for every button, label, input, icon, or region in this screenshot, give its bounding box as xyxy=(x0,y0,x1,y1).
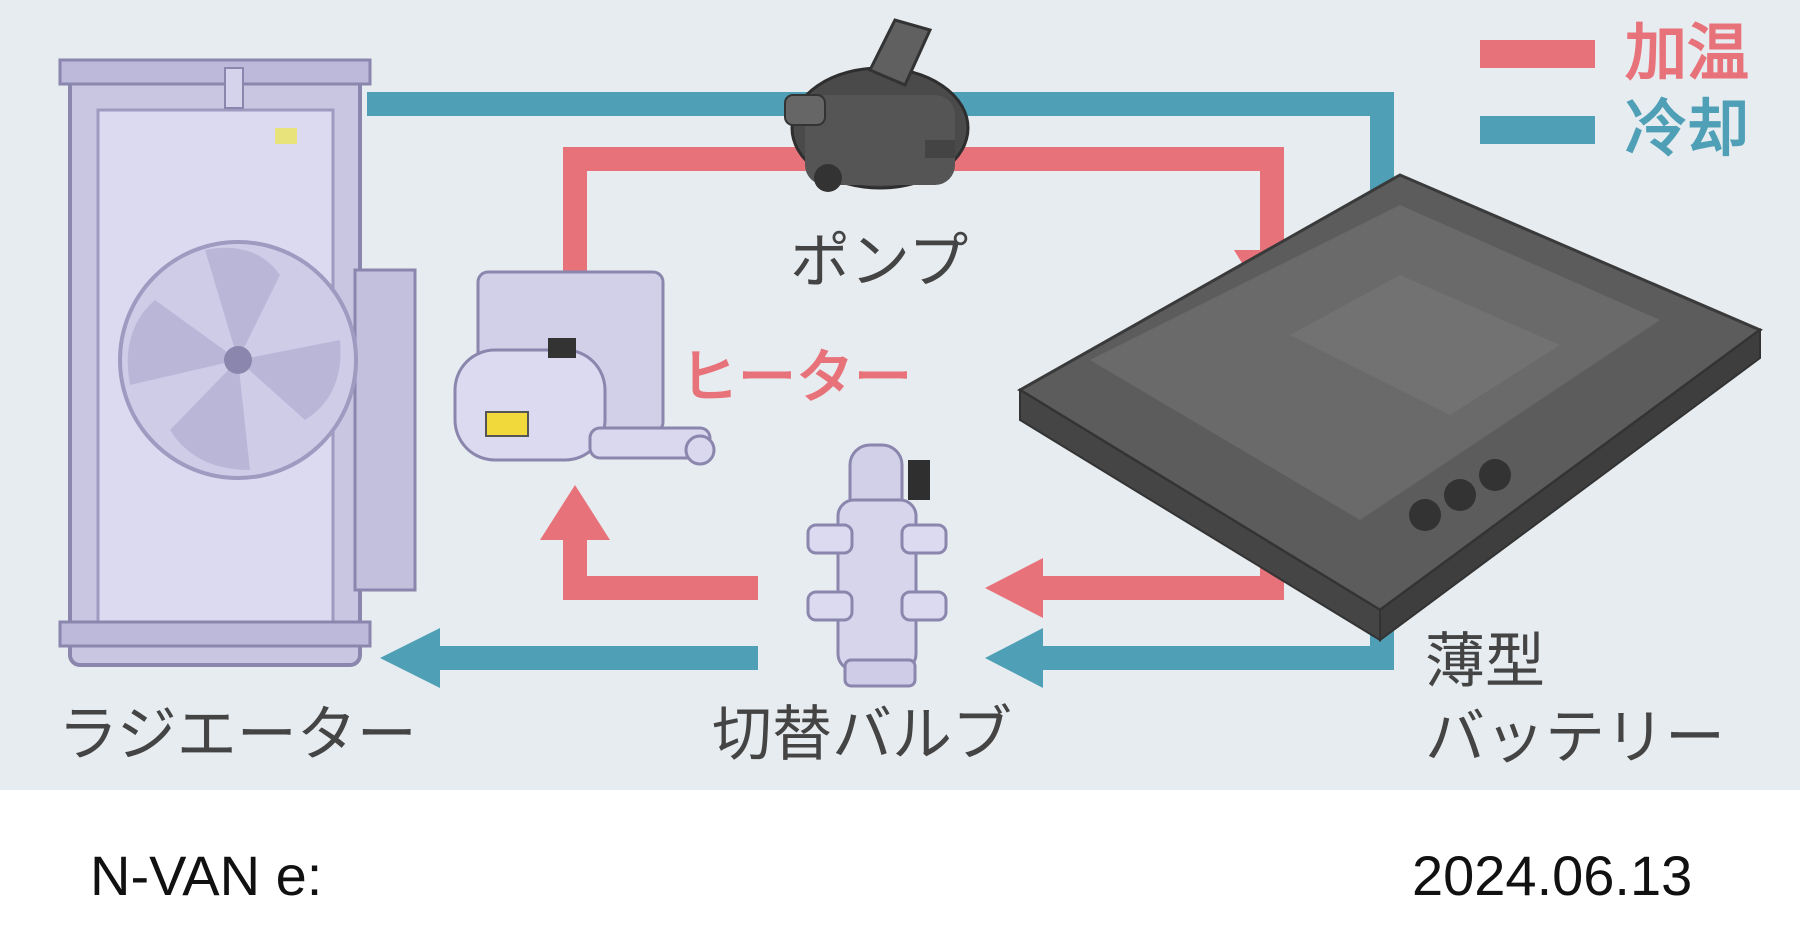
battery-label-line1: 薄型 xyxy=(1425,627,1545,697)
diagram-area: 加温 冷却 ポンプ ヒーター ラジエーター 切替バルブ 薄型 バッテリー xyxy=(0,0,1800,790)
heating-arrow-up-heater xyxy=(540,485,610,540)
legend-cool-swatch xyxy=(1480,116,1595,144)
pump-illustration xyxy=(784,18,970,192)
battery-illustration xyxy=(1017,173,1763,642)
legend-heat-swatch xyxy=(1480,40,1595,68)
legend-cool-label: 冷却 xyxy=(1625,92,1750,165)
valve-illustration xyxy=(806,443,948,688)
heating-arrow-left-valve xyxy=(985,558,1043,618)
cooling-arrow-left-valve xyxy=(985,628,1043,688)
radiator-illustration xyxy=(58,58,417,667)
radiator-label: ラジエーター xyxy=(58,700,417,770)
flow-diagram xyxy=(58,18,1763,688)
battery-label-line2: バッテリー xyxy=(1425,703,1725,773)
footer-date: 2024.06.13 xyxy=(1412,844,1693,907)
footer-model: N-VAN e: xyxy=(90,844,323,907)
heating-bottom-line-left xyxy=(563,538,758,600)
heater-label: ヒーター xyxy=(680,343,913,411)
pump-label: ポンプ xyxy=(790,227,969,297)
valve-label: 切替バルブ xyxy=(712,700,1012,770)
legend-heat-label: 加温 xyxy=(1625,16,1750,89)
cooling-arrow-left-radiator xyxy=(380,628,440,688)
heater-illustration xyxy=(453,270,716,466)
